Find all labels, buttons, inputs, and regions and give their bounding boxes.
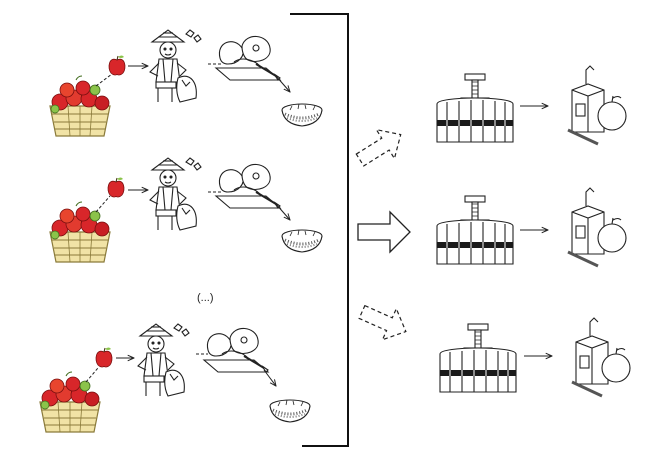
output-1 <box>436 64 628 146</box>
ellipsis-label: (...) <box>197 292 214 304</box>
farmer-peeling-icon <box>149 157 202 231</box>
peeled-apples-icon <box>203 327 269 373</box>
apple-basket-icon <box>49 201 111 263</box>
grouping-bracket <box>290 13 349 447</box>
dashed-arrow-up <box>350 119 411 176</box>
juice-box-with-apple-icon <box>566 186 628 268</box>
apple-icon <box>107 177 125 198</box>
farmer-peeling-icon <box>149 29 202 103</box>
arrow <box>275 75 290 92</box>
juice-box-with-apple-icon <box>570 316 632 398</box>
farmer-peeling-icon <box>137 323 190 397</box>
arrow <box>275 203 290 220</box>
connector <box>95 73 113 87</box>
juice-press-icon <box>436 195 514 265</box>
juice-box-with-apple-icon <box>566 64 628 146</box>
peeled-apples-icon <box>215 163 281 209</box>
row-1 <box>49 29 324 137</box>
solid-arrow <box>357 210 411 254</box>
juice-press-icon <box>439 323 517 393</box>
peeled-apples-icon <box>215 35 281 81</box>
apple-basket-icon <box>49 75 111 137</box>
output-3 <box>439 316 632 398</box>
apple-icon <box>108 55 126 76</box>
apple-pulp-bowl-icon <box>280 228 324 254</box>
connector <box>85 367 99 383</box>
apple-basket-icon <box>39 371 101 433</box>
arrow <box>263 369 276 386</box>
apple-icon <box>95 347 113 368</box>
row-2 <box>49 157 324 263</box>
juice-press-icon <box>436 73 514 143</box>
apple-pulp-bowl-icon <box>268 398 312 424</box>
connector <box>95 195 111 213</box>
output-2 <box>436 186 628 268</box>
dashed-arrow-down <box>354 295 414 348</box>
row-3 <box>39 323 312 433</box>
apple-pulp-bowl-icon <box>280 102 324 128</box>
